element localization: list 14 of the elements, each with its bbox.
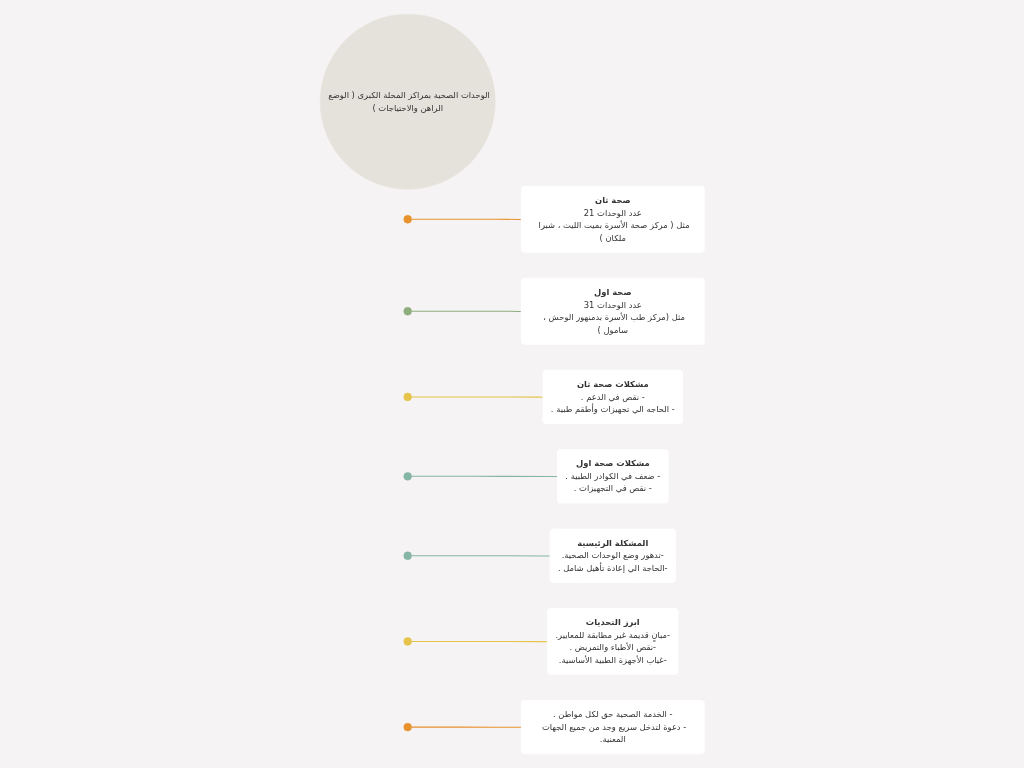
node-circle — [403, 215, 412, 224]
connector — [410, 475, 559, 478]
node-circle — [403, 472, 412, 481]
node-circle — [403, 307, 412, 316]
connector — [410, 310, 522, 313]
connector — [410, 640, 549, 643]
connector — [410, 396, 544, 398]
connector — [410, 726, 522, 728]
node-circle — [403, 551, 412, 560]
connector — [410, 218, 522, 221]
node-circle — [403, 637, 412, 646]
connector — [410, 555, 551, 557]
node-circle — [403, 392, 412, 402]
node-circle — [403, 722, 412, 732]
